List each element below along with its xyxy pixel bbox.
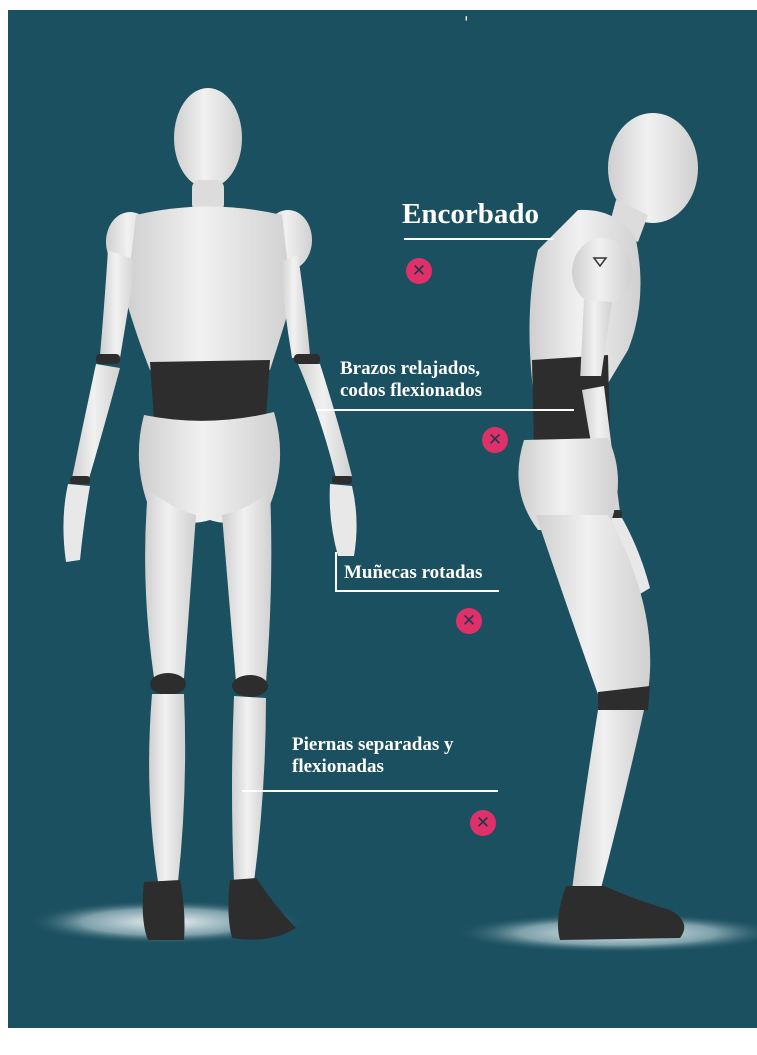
label-legs: Piernas separadas y flexionadas xyxy=(292,734,454,778)
label-wrists: Muñecas rotadas xyxy=(344,562,482,584)
title-fragment: ˌ xyxy=(462,10,471,22)
underline-wrists xyxy=(335,590,499,592)
close-icon: ✕ xyxy=(456,608,482,634)
pointer-wrists xyxy=(335,552,337,592)
label-arms-line1: Brazos relajados, xyxy=(340,358,482,380)
close-icon: ✕ xyxy=(482,427,508,453)
underline-legs xyxy=(242,790,498,792)
label-arms: Brazos relajados, codos flexionados xyxy=(340,358,482,402)
label-hunched: Encorbado xyxy=(402,198,539,231)
underline-hunched xyxy=(404,238,554,240)
close-icon: ✕ xyxy=(406,258,432,284)
mannequin-front xyxy=(63,88,356,940)
mannequin-figures xyxy=(8,10,757,1028)
underline-arms xyxy=(316,409,574,411)
illustration-canvas: ˌ Encorbado ✕ Brazos relajados, codos fl… xyxy=(8,10,757,1028)
label-legs-line2: flexionadas xyxy=(292,756,454,778)
close-icon: ✕ xyxy=(470,810,496,836)
label-legs-line1: Piernas separadas y xyxy=(292,734,454,756)
label-arms-line2: codos flexionados xyxy=(340,380,482,402)
